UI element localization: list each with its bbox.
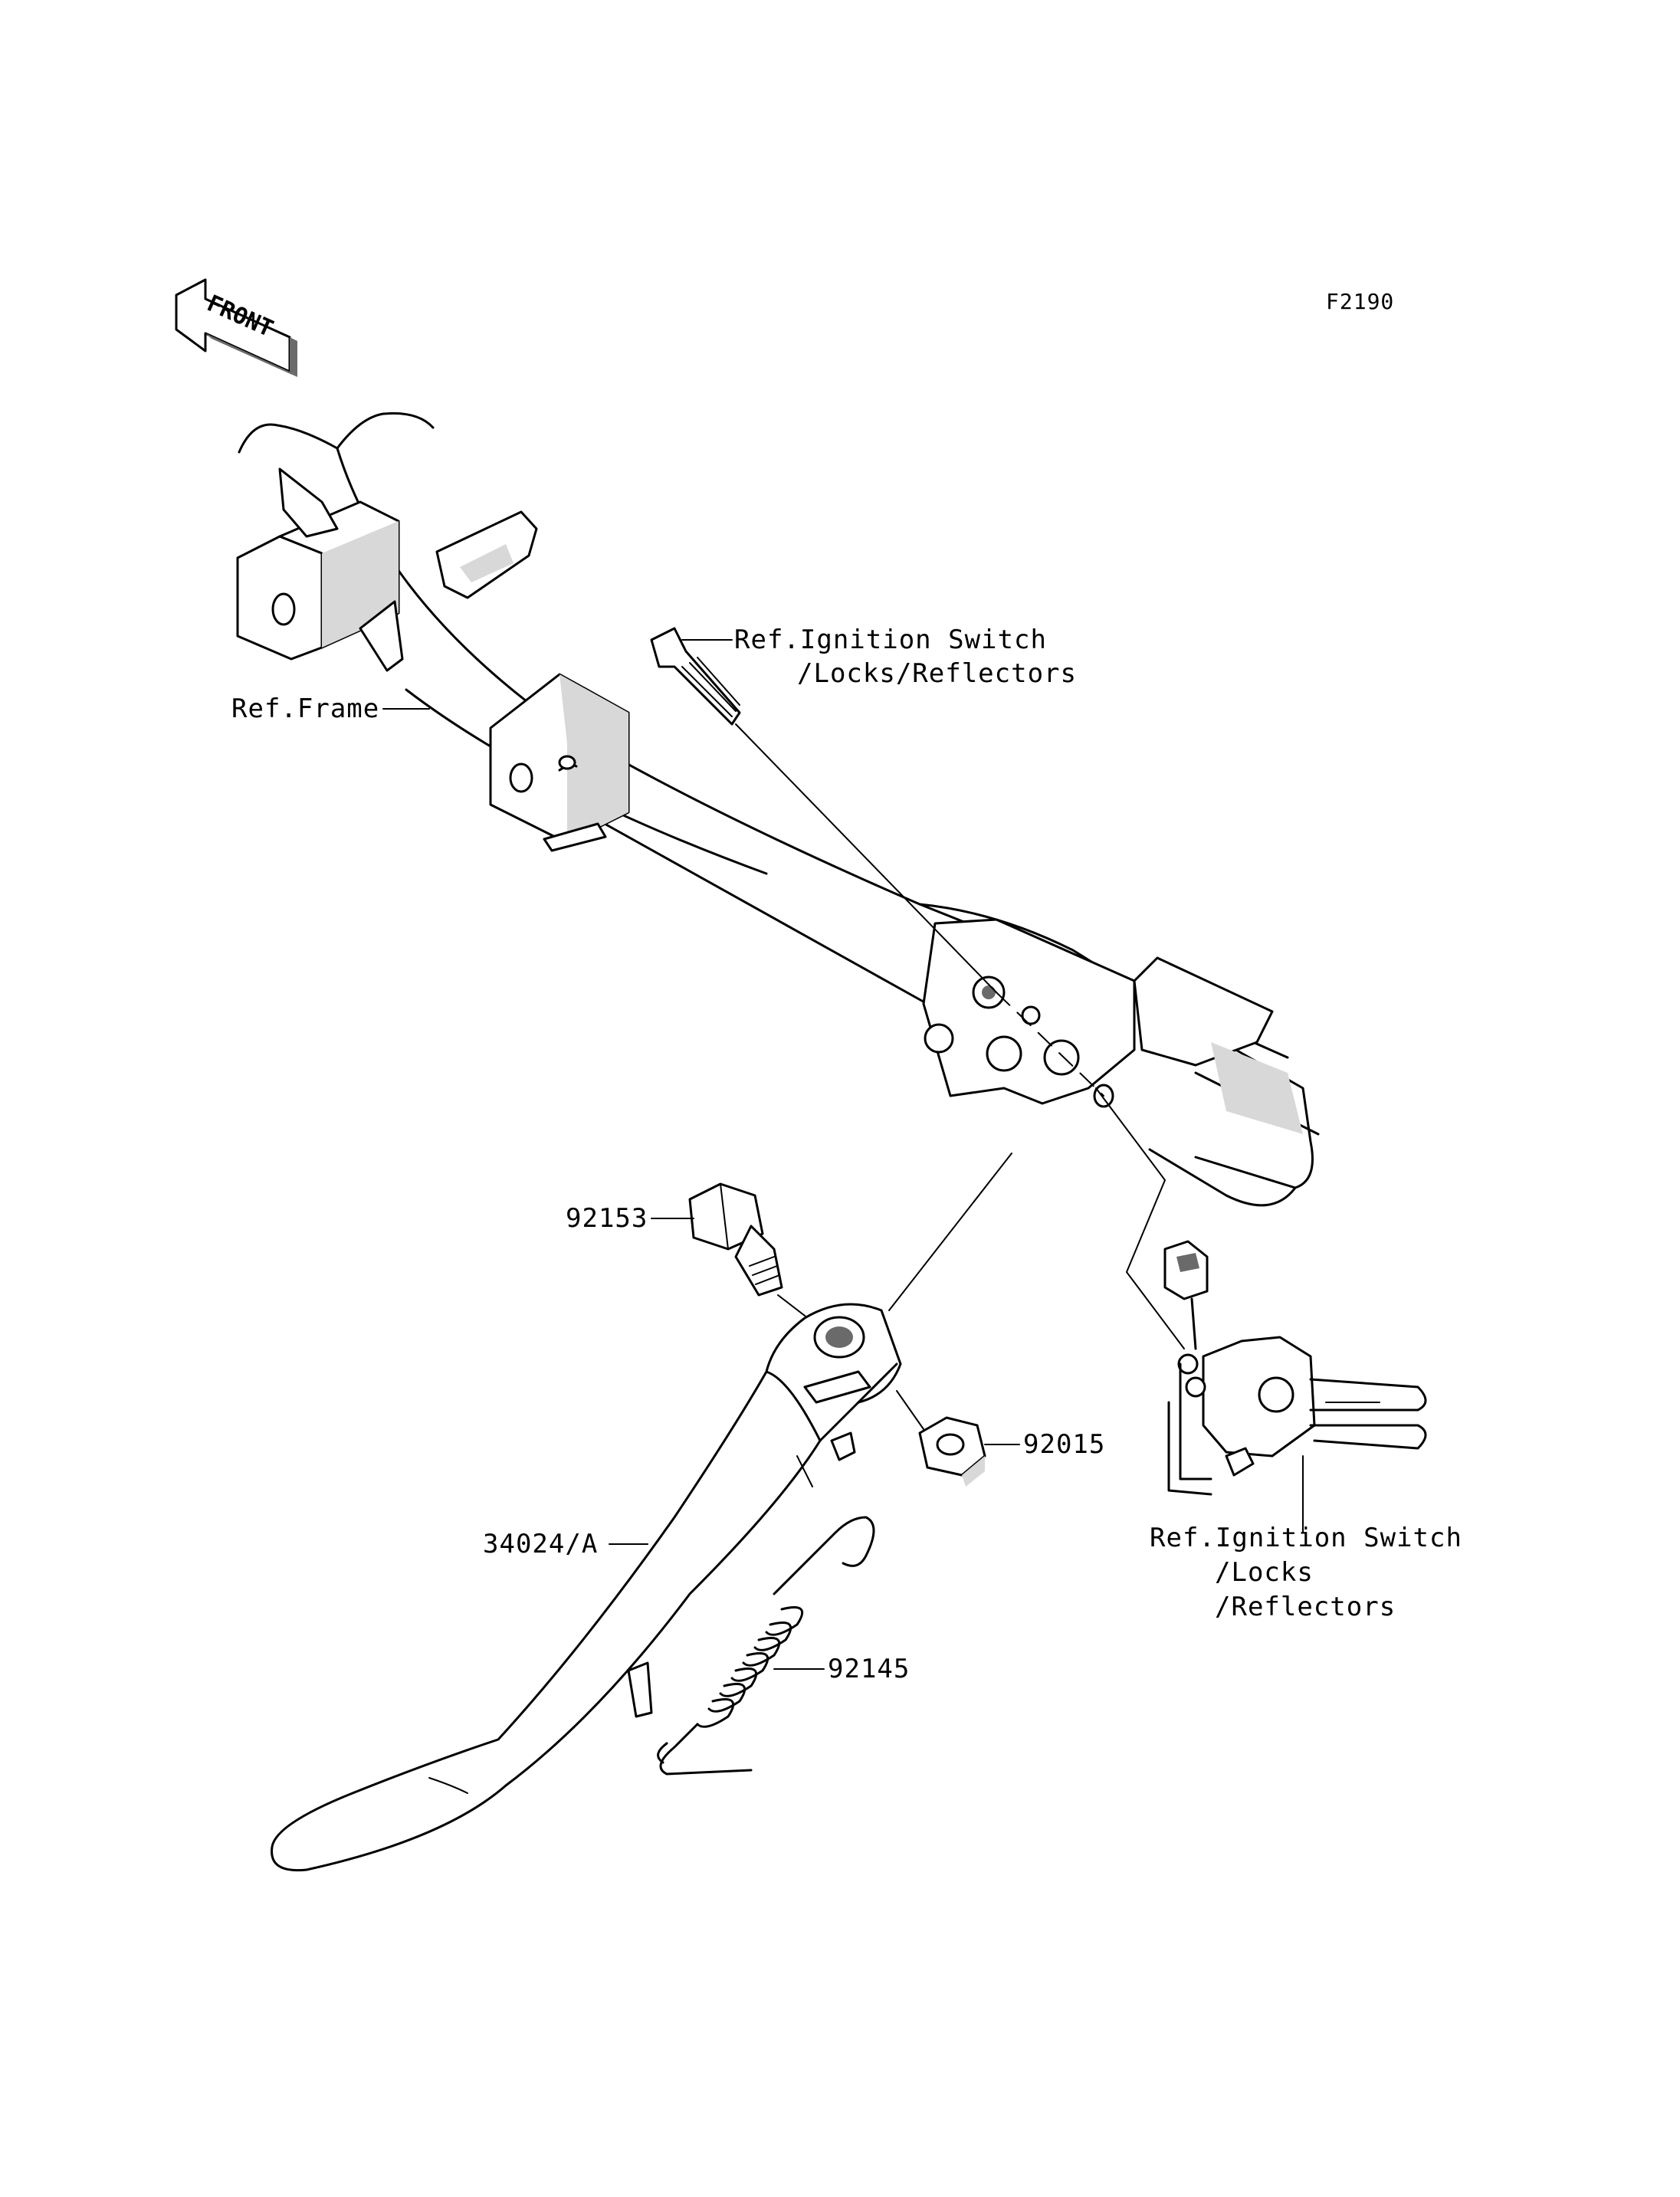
callout-ref-ignition-top-line1: Ref.Ignition Switch	[734, 625, 1047, 655]
frame-drawing	[236, 412, 1320, 1207]
bolt-92153	[688, 1182, 829, 1334]
spring-92145	[657, 1516, 875, 1776]
ignition-switch	[1095, 1087, 1427, 1533]
callout-ref-ignition-bottom-line2: /Locks	[1215, 1557, 1314, 1588]
callout-ref-frame: Ref.Frame	[231, 694, 380, 724]
side-stand-34024a	[271, 1153, 1012, 1872]
callout-34024a: 34024/A	[483, 1529, 599, 1559]
callout-92153: 92153	[566, 1203, 648, 1234]
nut-92015	[896, 1390, 986, 1487]
callout-92145: 92145	[828, 1654, 911, 1684]
callout-92015: 92015	[1023, 1429, 1106, 1460]
callout-ref-ignition-top-line2: /Locks/Reflectors	[797, 658, 1077, 689]
front-arrow-icon: FRONT	[175, 278, 297, 377]
figure-code: F2190	[1326, 289, 1395, 314]
ignition-bolt-top	[650, 627, 997, 993]
callout-ref-ignition-bottom-line3: /Reflectors	[1215, 1592, 1396, 1622]
callout-ref-ignition-bottom-line1: Ref.Ignition Switch	[1150, 1523, 1462, 1553]
